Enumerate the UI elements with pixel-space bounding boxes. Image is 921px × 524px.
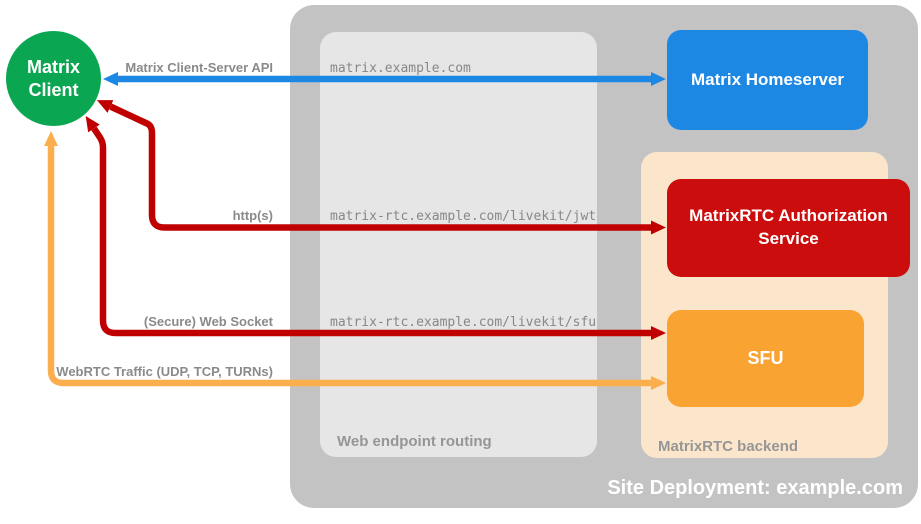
client-server-api-caption: Matrix Client-Server API xyxy=(125,60,273,75)
sfu-label: SFU xyxy=(747,348,784,368)
sfu-node: SFU xyxy=(667,310,864,407)
web-endpoint-routing-label: Web endpoint routing xyxy=(337,433,492,450)
site-deployment-label: Site Deployment: example.com xyxy=(607,477,903,499)
matrix-homeserver-node: Matrix Homeserver xyxy=(667,30,868,130)
web-endpoint-routing-box xyxy=(320,32,597,457)
matrix-homeserver-label: Matrix Homeserver xyxy=(690,70,845,89)
matrixrtc-backend-label: MatrixRTC backend xyxy=(658,438,799,455)
websocket-caption: (Secure) Web Socket xyxy=(143,314,273,329)
auth-service-node: MatrixRTC Authorization Service xyxy=(667,179,910,277)
endpoint-matrix: matrix.example.com xyxy=(330,61,471,76)
matrix-client-label: Matrix Client xyxy=(26,57,80,100)
endpoint-livekit-jwt: matrix-rtc.example.com/livekit/jwt xyxy=(330,209,597,224)
matrix-client-node: Matrix Client xyxy=(6,31,101,126)
auth-service-label: MatrixRTC Authorization Service xyxy=(689,206,888,248)
webrtc-traffic-caption: WebRTC Traffic (UDP, TCP, TURNs) xyxy=(56,364,273,379)
https-caption: http(s) xyxy=(232,208,273,223)
endpoint-livekit-sfu: matrix-rtc.example.com/livekit/sfu xyxy=(330,315,597,330)
